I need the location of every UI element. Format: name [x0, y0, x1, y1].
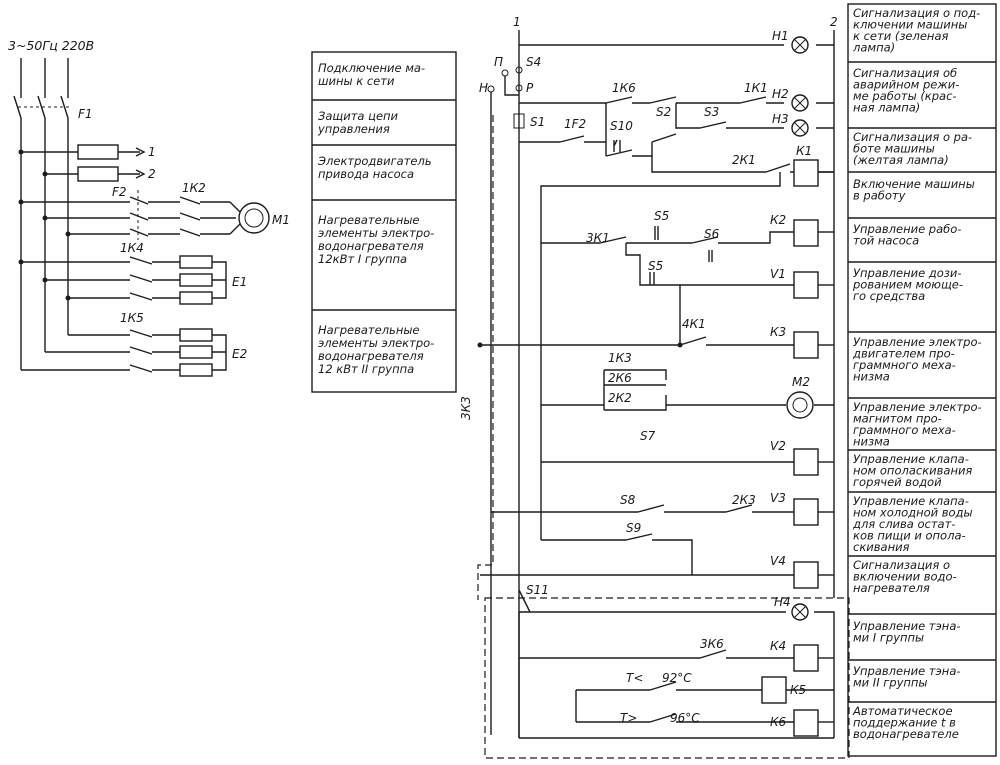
load-label: Н2: [772, 87, 789, 101]
switch-label: 3К3: [459, 396, 473, 420]
switch-label: S5: [654, 209, 669, 223]
f1-label: F1: [78, 107, 93, 121]
switch-label: Т>: [620, 711, 637, 725]
switch-label: S3: [704, 105, 719, 119]
caption-text: Управление дози-рованием моюще-го средст…: [852, 266, 963, 303]
caption-text: Управление электро-двигателем про-граммн…: [852, 335, 982, 384]
switch-label: П: [494, 55, 503, 69]
load-label: К2: [770, 213, 786, 227]
load-label: Н1: [772, 29, 789, 43]
switch-label: S2: [656, 105, 671, 119]
switch-label: 3К6: [700, 637, 724, 651]
switch-label: 3К1: [586, 231, 610, 245]
heater-contact-2-label: 1К5: [120, 311, 144, 325]
output-2-label: 2: [148, 167, 156, 181]
rail-2-label: 2: [830, 15, 838, 29]
load-label: К1: [796, 144, 812, 158]
supply-voltage-label: 3~50Гц 220В: [8, 38, 94, 53]
control-circuit: 1 2: [477, 15, 850, 759]
switch-label: 92°С: [662, 671, 692, 685]
caption-text: Подключение ма-шины к сети: [318, 61, 425, 88]
switch-label: Н: [479, 81, 488, 95]
switch-label: 1К6: [612, 81, 636, 95]
output-1-label: 1: [148, 145, 156, 159]
load-label: К4: [770, 639, 786, 653]
load-label: V2: [770, 439, 786, 453]
caption-text: Управление электро-магнитом про-граммног…: [853, 400, 982, 449]
switch-label: 4К1: [682, 317, 706, 331]
rail-1-label: 1: [513, 15, 521, 29]
switch-label: 2К3: [732, 493, 756, 507]
control-labels: П Н S4 Р S1 1F2 S10 1К6 S2 S3 1К1 2К1 3К…: [459, 29, 812, 729]
f2-label: F2: [112, 185, 127, 199]
caption-text: Управление тэна-ми II группы: [853, 664, 961, 690]
switch-label: 1К1: [744, 81, 768, 95]
switch-label: S7: [640, 429, 656, 443]
left-caption-column: [311, 51, 457, 393]
switch-label: 1К3: [608, 351, 632, 365]
caption-text: Управление тэна-ми I группы: [853, 619, 961, 645]
switch-label: S10: [610, 119, 633, 133]
switch-label: S8: [620, 493, 636, 507]
switch-label: S11: [526, 583, 549, 597]
switch-label: S9: [626, 521, 641, 535]
heater-group-2-label: Е2: [232, 347, 247, 361]
heater-group-1-label: Е1: [232, 275, 247, 289]
load-label: V3: [770, 491, 786, 505]
caption-text: Управление рабо-той насоса: [853, 222, 961, 248]
switch-label: 2К6: [608, 371, 632, 385]
load-label: V4: [770, 554, 786, 568]
switch-label: 96°С: [670, 711, 700, 725]
pump-contact-label: 1К2: [182, 181, 206, 195]
load-label: Н4: [774, 595, 791, 609]
switch-label: S4: [526, 55, 541, 69]
right-caption-column: [847, 3, 997, 757]
load-label: К6: [770, 715, 787, 729]
load-label: К5: [790, 683, 806, 697]
switch-label: 1F2: [564, 117, 586, 131]
load-label: К3: [770, 325, 786, 339]
switch-label: S1: [530, 115, 545, 129]
switch-label: 2К1: [732, 153, 756, 167]
heater-contact-1-label: 1К4: [120, 241, 144, 255]
switch-label: Р: [526, 81, 534, 95]
switch-label: Т<: [626, 671, 643, 685]
switch-label: 2К2: [608, 391, 632, 405]
load-label: V1: [770, 267, 786, 281]
switch-label: S5: [648, 259, 663, 273]
power-circuit: 3~50Гц 220В F1 1 2 F2 1К2 М1: [8, 38, 290, 377]
load-label: М2: [792, 375, 810, 389]
caption-text: Сигнализация о ра-боте машины(желтая лам…: [853, 130, 972, 167]
load-label: Н3: [772, 112, 789, 126]
switch-label: S6: [704, 227, 720, 241]
pump-motor-label: М1: [272, 213, 290, 227]
